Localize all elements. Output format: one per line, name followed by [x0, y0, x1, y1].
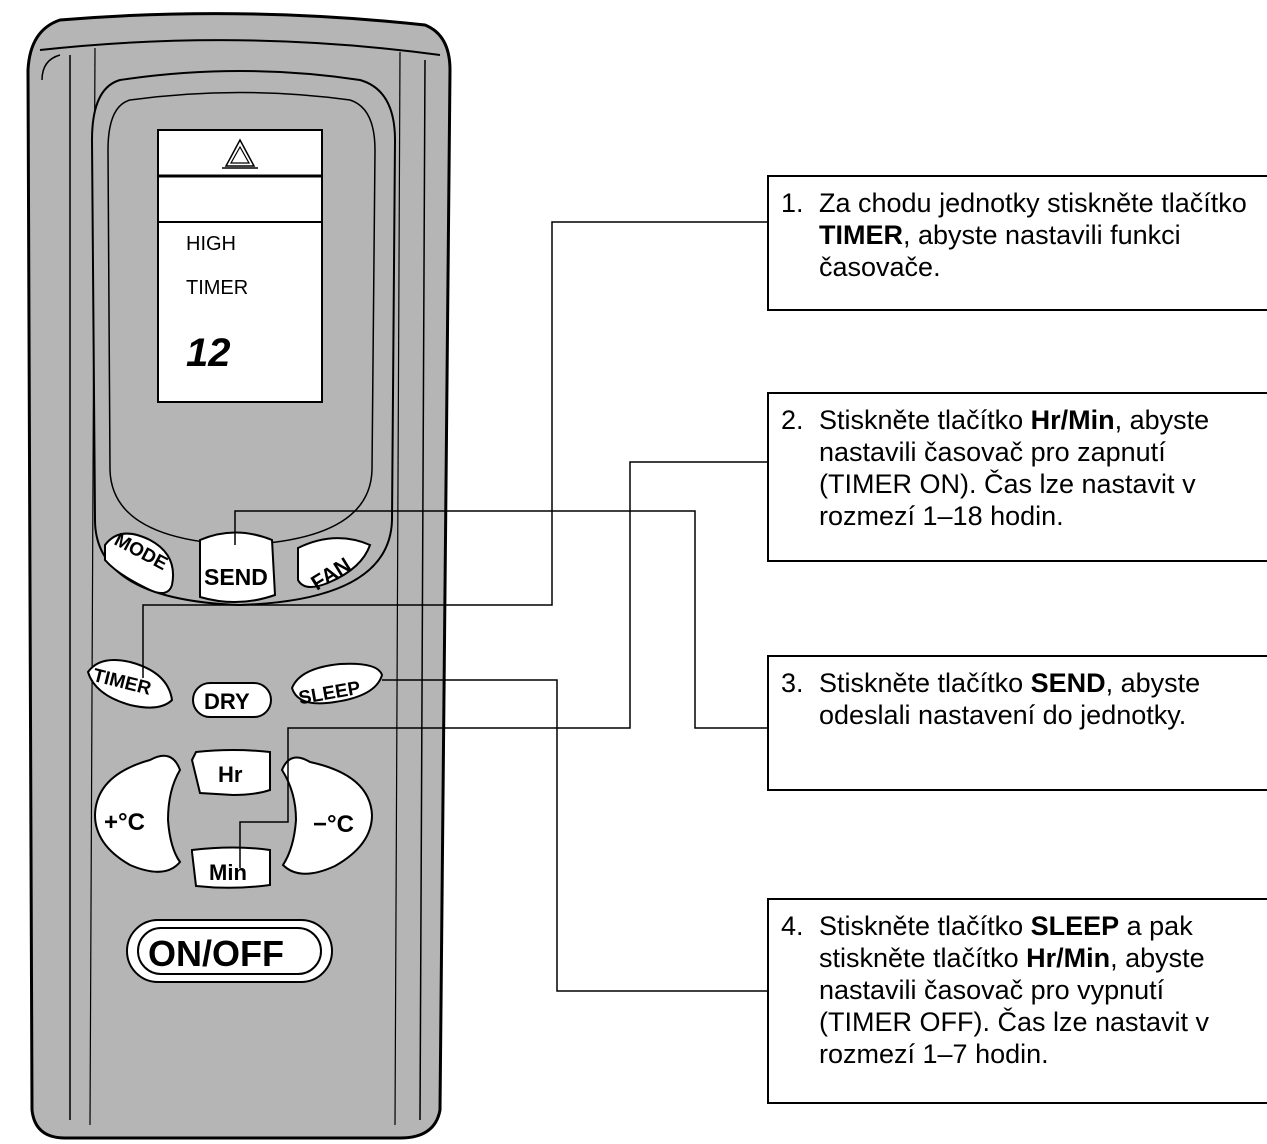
- min-button-label: Min: [209, 860, 247, 885]
- cool-mode-icon: [222, 138, 258, 169]
- leader-line-timer: [142, 221, 767, 678]
- send-button-label: SEND: [204, 564, 268, 590]
- temp-down-button[interactable]: −°C: [280, 756, 374, 875]
- dry-button[interactable]: DRY: [192, 682, 272, 718]
- instruction-step-3: 3. Stiskněte tlačítko SEND, abyste odesl…: [767, 655, 1267, 791]
- lcd-timer-digits: 12: [186, 331, 231, 375]
- temp-up-button[interactable]: +°C: [93, 754, 182, 873]
- on-off-button-label: ON/OFF: [148, 933, 284, 974]
- step-1-number: 1.: [781, 188, 804, 218]
- hr-button-label: Hr: [218, 762, 243, 787]
- temp-up-label: +°C: [104, 809, 145, 836]
- leader-line-sleep: [382, 679, 767, 992]
- lcd-timer-label: TIMER: [186, 277, 248, 299]
- leader-lines: [142, 221, 767, 992]
- step-3-number: 3.: [781, 668, 804, 698]
- leader-line-send: [234, 510, 767, 729]
- step-4-number: 4.: [781, 911, 804, 941]
- mode-button[interactable]: MODE: [104, 530, 174, 595]
- step-2-text: Stiskněte tlačítko Hr/Min, abyste nastav…: [819, 405, 1210, 531]
- instruction-step-2: 2. Stiskněte tlačítko Hr/Min, abyste nas…: [767, 392, 1267, 562]
- step-2-number: 2.: [781, 405, 804, 435]
- lcd-screen: HIGH TIMER 12: [157, 129, 323, 403]
- min-button[interactable]: Min: [191, 846, 271, 889]
- step-3-text: Stiskněte tlačítko SEND, abyste odeslali…: [819, 668, 1201, 730]
- send-button[interactable]: SEND: [199, 531, 277, 604]
- on-off-button[interactable]: ON/OFF: [126, 919, 333, 983]
- lcd-fan-speed: HIGH: [186, 233, 236, 255]
- step-4-text: Stiskněte tlačítko SLEEP a pak stiskněte…: [819, 911, 1210, 1069]
- dry-button-label: DRY: [204, 689, 250, 714]
- instruction-step-1: 1. Za chodu jednotky stiskněte tlačítko …: [767, 175, 1267, 311]
- hr-button[interactable]: Hr: [190, 749, 271, 797]
- instruction-step-4: 4. Stiskněte tlačítko SLEEP a pak stiskn…: [767, 898, 1267, 1104]
- leader-line-hr-min: [239, 461, 767, 868]
- temp-down-label: −°C: [313, 811, 354, 838]
- step-1-text: Za chodu jednotky stiskněte tlačítko TIM…: [819, 188, 1247, 282]
